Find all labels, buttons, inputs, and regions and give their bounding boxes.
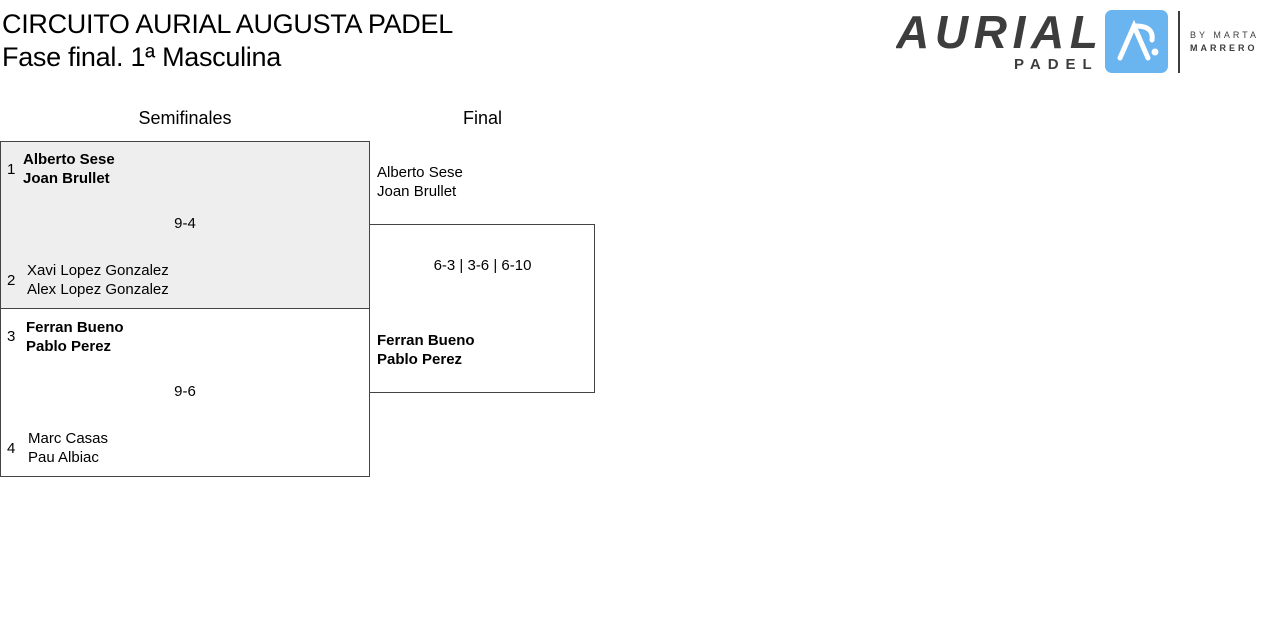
seed: 2: [7, 272, 16, 289]
seed: 4: [7, 440, 16, 457]
match-score: 9-4: [174, 215, 196, 232]
match-score: 9-6: [174, 383, 196, 400]
svg-text:MARRERO: MARRERO: [1190, 43, 1258, 53]
svg-text:AURIAL: AURIAL: [896, 8, 1098, 58]
seed: 3: [7, 328, 16, 345]
page-subtitle: Fase final. 1ª Masculina: [2, 42, 281, 72]
seed: 1: [7, 161, 16, 178]
final-score: 6-3 | 3-6 | 6-10: [433, 257, 532, 274]
semifinal-match-1: [0, 141, 370, 309]
aurial-padel-logo: AURIAL PADEL BY MARTA MARRERO: [896, 8, 1259, 73]
final-match: [369, 224, 595, 393]
round-semifinales: Semifinales: [138, 108, 232, 128]
page-title: CIRCUITO AURIAL AUGUSTA PADEL: [2, 9, 453, 39]
svg-text:BY MARTA: BY MARTA: [1190, 30, 1259, 40]
round-final: Final: [462, 108, 502, 128]
svg-text:PADEL: PADEL: [1014, 56, 1099, 73]
